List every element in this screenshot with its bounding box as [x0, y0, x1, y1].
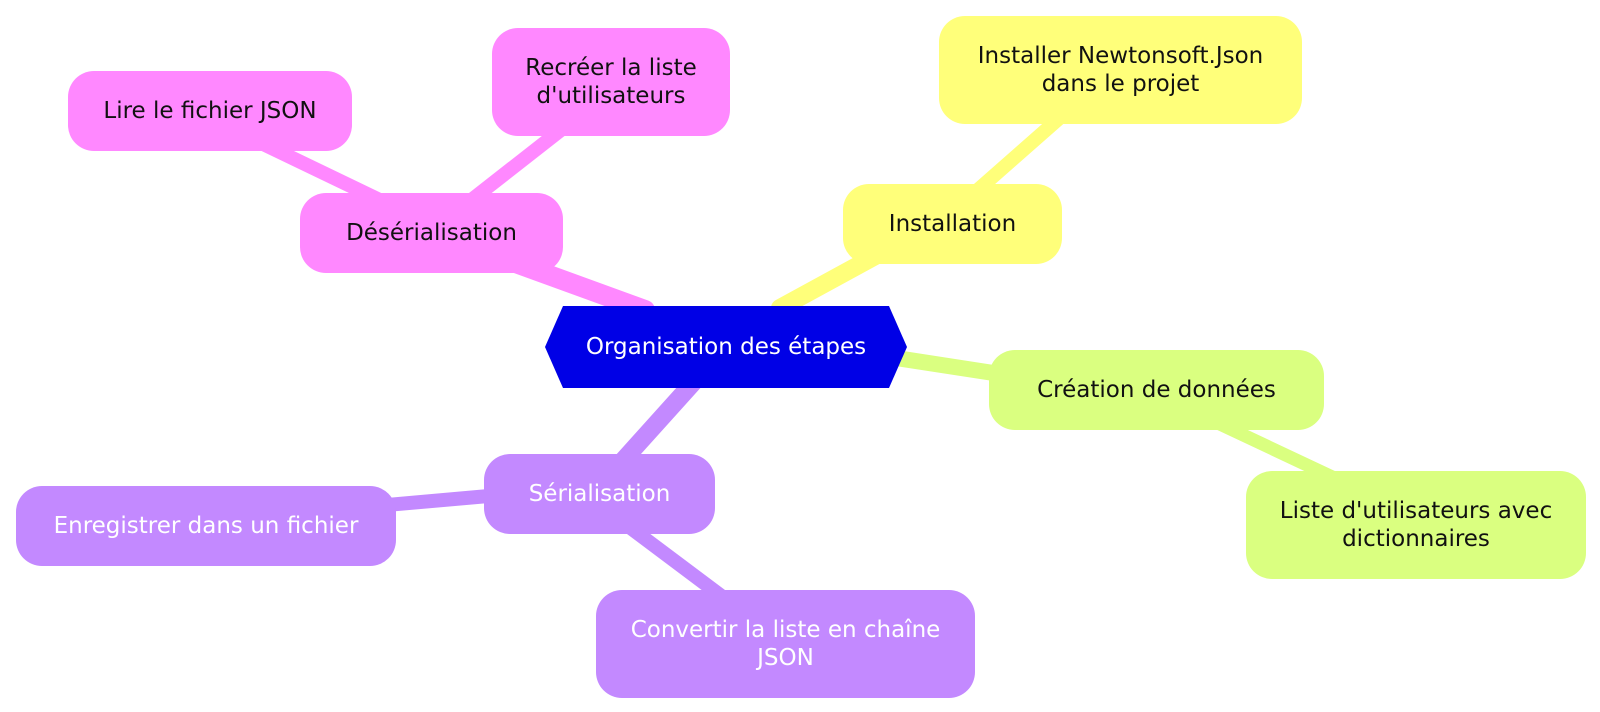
leaf-convert-json-string-label: Convertir la liste en chaîne JSON	[630, 617, 941, 671]
root-label: Organisation des étapes	[585, 334, 867, 360]
branch-serialisation-label: Sérialisation	[528, 481, 671, 507]
leaf-install-newtonsoft-label: Installer Newtonsoft.Json dans le projet	[977, 43, 1264, 97]
leaf-install-newtonsoft[interactable]: Installer Newtonsoft.Json dans le projet	[939, 16, 1302, 124]
branch-creation-label: Création de données	[1037, 377, 1276, 403]
root-hexagon-shape	[545, 306, 907, 388]
leaf-user-list-dictionaries[interactable]: Liste d'utilisateurs avec dictionnaires	[1246, 471, 1586, 579]
root-node[interactable]: Organisation des étapes	[545, 306, 907, 388]
branch-serialisation[interactable]: Sérialisation	[484, 454, 715, 534]
branch-deserialisation[interactable]: Désérialisation	[300, 193, 563, 273]
leaf-recreate-list-label: Recréer la liste d'utilisateurs	[525, 55, 697, 109]
leaf-convert-json-string[interactable]: Convertir la liste en chaîne JSON	[596, 590, 975, 698]
branch-installation-label: Installation	[888, 211, 1017, 237]
branch-deserialisation-label: Désérialisation	[346, 220, 517, 246]
leaf-save-to-file-label: Enregistrer dans un fichier	[53, 513, 359, 539]
edge-root-creation	[882, 349, 1008, 382]
leaf-user-list-dictionaries-label: Liste d'utilisateurs avec dictionnaires	[1279, 498, 1553, 552]
leaf-read-json-label: Lire le fichier JSON	[103, 98, 317, 124]
leaf-read-json[interactable]: Lire le fichier JSON	[68, 71, 352, 151]
branch-creation[interactable]: Création de données	[989, 350, 1324, 430]
leaf-recreate-list[interactable]: Recréer la liste d'utilisateurs	[492, 28, 730, 136]
leaf-save-to-file[interactable]: Enregistrer dans un fichier	[16, 486, 396, 566]
branch-installation[interactable]: Installation	[843, 184, 1062, 264]
